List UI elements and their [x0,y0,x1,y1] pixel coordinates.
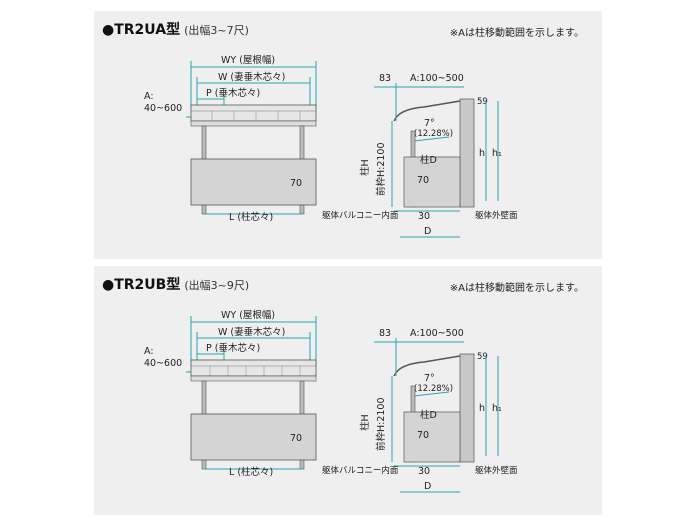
a-label: A: [144,91,154,102]
model-name: TR2UA型 [114,22,181,38]
front-beam [190,120,317,127]
roof-slope [393,100,461,122]
balcony-label: 躯体バルコニー内面 [322,210,399,221]
side-balcony [403,411,461,463]
side-a-range: A:100~500 [410,73,464,84]
side-view: 7° (12.28%) 83 A:100~500 70 柱D 柱H 前枠H:21… [322,73,518,238]
h-label: h [479,148,485,159]
roof-slope [393,355,461,377]
balcony-label: 躯体バルコニー内面 [322,465,399,476]
h1-label: h₁ [492,403,502,414]
p-label: P (垂木芯々) [206,87,260,99]
thirty-label: 30 [418,466,430,477]
front-frame-label: 前枠H:2100 [375,397,387,451]
roof-rafters [209,366,301,376]
label-59: 59 [477,352,488,362]
label-83: 83 [379,328,391,339]
post-d-label: 柱D [420,154,437,166]
panel-title: ●TR2UB型(出幅3~9尺) [102,274,249,294]
post-d-label: 柱D [420,409,437,421]
model-name: TR2UB型 [114,277,181,293]
projection-range: (出幅3~7尺) [184,24,249,37]
balcony-wall [190,158,317,206]
front-frame-label: 前枠H:2100 [375,142,387,196]
l-label: L (柱芯々) [229,466,273,478]
label-83: 83 [379,73,391,84]
building-wall [459,98,475,208]
d-label: D [424,226,431,237]
side-balcony [403,156,461,208]
angle-line [413,391,450,397]
diagram-panel-tr2ua: ●TR2UA型(出幅3~7尺) ※Aは柱移動範囲を示します。 WY (屋根幅) … [94,11,602,259]
tr2ub-drawing: WY (屋根幅) W (妻垂木芯々) P (垂木芯々) A: 40~600 [144,309,518,493]
seventy-label: 70 [290,433,302,444]
post-h-label: 柱H [359,159,371,176]
side-view: 7° (12.28%) 83 A:100~500 70 柱D 柱H 前枠H:21… [322,328,518,493]
wall-label: 躯体外壁面 [475,465,518,476]
front-beam [190,375,317,382]
diagram-panel-tr2ub: ●TR2UB型(出幅3~9尺) ※Aは柱移動範囲を示します。 WY (屋根幅) … [94,266,602,515]
bullet-icon: ● [102,22,115,38]
angle-line [413,136,450,142]
a-label: A: [144,346,154,357]
p-label: P (垂木芯々) [206,342,260,354]
label-59: 59 [477,97,488,107]
l-label: L (柱芯々) [229,211,273,223]
tr2ua-drawing: WY (屋根幅) W (妻垂木芯々) P (垂木芯々) A: 40~600 [144,54,518,238]
h-label: h [479,403,485,414]
seventy-label: 70 [290,178,302,189]
thirty-label: 30 [418,211,430,222]
panel-title: ●TR2UA型(出幅3~7尺) [102,19,249,39]
front-view: WY (屋根幅) W (妻垂木芯々) P (垂木芯々) A: 40~600 [144,54,317,223]
w-label: W (妻垂木芯々) [218,326,285,338]
balcony-wall [190,413,317,461]
front-view: WY (屋根幅) W (妻垂木芯々) P (垂木芯々) A: 40~600 [144,309,317,478]
range-note: ※Aは柱移動範囲を示します。 [449,28,584,39]
side-a-range: A:100~500 [410,328,464,339]
bullet-icon: ● [102,277,115,293]
wy-label: WY (屋根幅) [221,309,275,321]
projection-range: (出幅3~9尺) [184,279,250,292]
a-range-label: 40~600 [144,103,182,114]
wy-label: WY (屋根幅) [221,54,275,66]
building-wall [459,353,475,463]
percent-label: (12.28%) [414,384,453,394]
roof-panel [190,104,317,122]
d-label: D [424,481,431,492]
a-range-label: 40~600 [144,358,182,369]
roof-rafters [211,111,301,121]
percent-label: (12.28%) [414,129,453,139]
post-h-label: 柱H [359,414,371,431]
side-seventy: 70 [417,175,429,186]
wall-label: 躯体外壁面 [475,210,518,221]
angle-label: 7° [424,373,435,384]
w-label: W (妻垂木芯々) [218,71,285,83]
h1-label: h₁ [492,148,502,159]
range-note: ※Aは柱移動範囲を示します。 [449,283,584,294]
side-seventy: 70 [417,430,429,441]
angle-label: 7° [424,118,435,129]
